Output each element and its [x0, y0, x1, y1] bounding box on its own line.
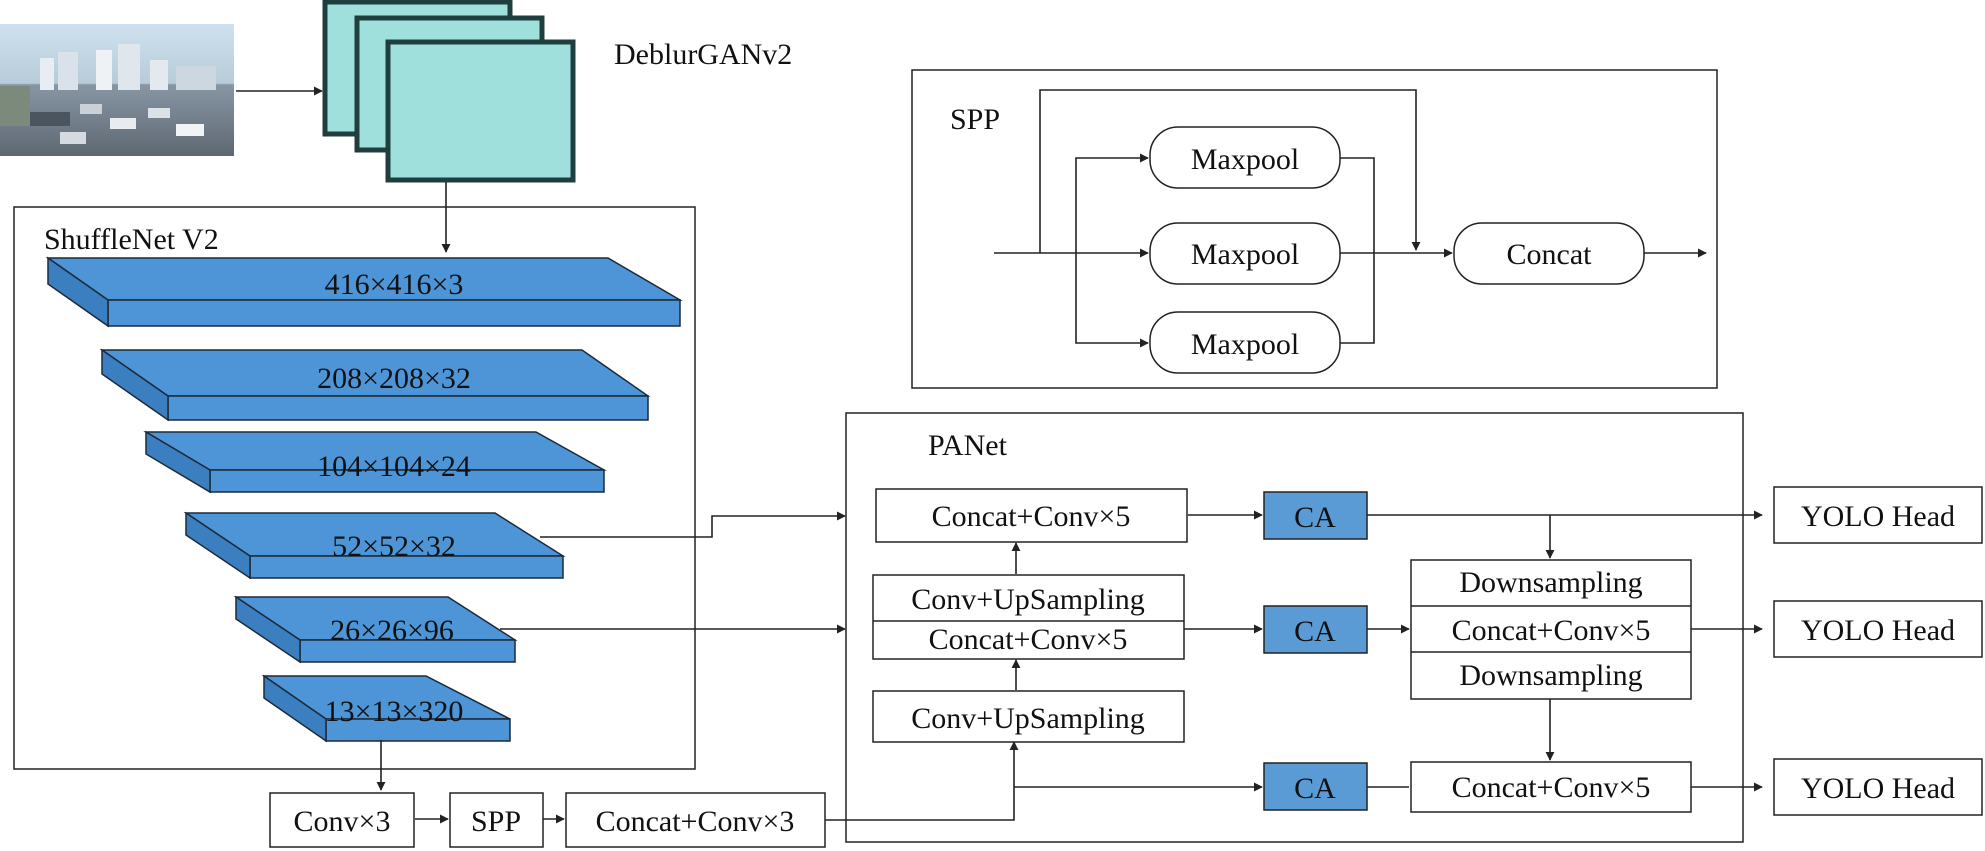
yolo-head-bottom: YOLO Head: [1773, 758, 1983, 816]
panet-downsampling-group: Downsampling Concat+Conv×5 Downsampling: [1410, 559, 1692, 700]
backbone-layers: 416×416×3 208×208×32 104×104×24 52×52×32 26×…: [45, 256, 683, 743]
concat-node: Concat: [1453, 222, 1645, 285]
panet-concat-conv5-right-label: Concat+Conv×5: [1452, 614, 1651, 647]
backbone-layer-2: 208×208×32: [99, 348, 651, 422]
deblurgan-stack: [322, 0, 576, 183]
conv3-block: Conv×3: [269, 792, 415, 848]
spp-detail-frame: [911, 69, 1718, 389]
ca-label-top: CA: [1294, 501, 1336, 534]
panet-conv-upsampling-bottom: Conv+UpSampling: [872, 690, 1185, 743]
backbone-title: ShuffleNet V2: [44, 223, 219, 256]
backbone-layer-side-face: [47, 256, 109, 328]
backbone-layer-label-5: 26×26×96: [330, 614, 454, 647]
conv3-label: Conv×3: [294, 805, 391, 838]
backbone-layer-label-6: 13×13×320: [325, 695, 464, 728]
concat-conv3-label: Concat+Conv×3: [596, 805, 795, 838]
maxpool-label-1: Maxpool: [1191, 143, 1299, 176]
backbone-layer-label-1: 416×416×3: [325, 268, 464, 301]
backbone-layer-front-face: [107, 299, 681, 327]
spp-detail-wires: [994, 89, 1707, 348]
yolo-head-label-mid: YOLO Head: [1801, 614, 1955, 647]
maxpool-node-3: Maxpool: [1149, 311, 1341, 374]
backbone-layer-label-3: 104×104×24: [317, 450, 471, 483]
maxpool-label-2: Maxpool: [1191, 238, 1299, 271]
spp-label: SPP: [471, 805, 521, 838]
backbone-layer-4: 52×52×32: [183, 511, 566, 580]
panet-downsampling-bottom-label: Downsampling: [1459, 659, 1642, 692]
panet-upsampling-concat-group: Conv+UpSampling Concat+Conv×5: [872, 574, 1185, 660]
concat-label: Concat: [1507, 238, 1593, 271]
backbone-layer-1: 416×416×3: [45, 256, 683, 328]
backbone-layer-label-2: 208×208×32: [317, 362, 471, 395]
yolo-head-label-bottom: YOLO Head: [1801, 772, 1955, 805]
panet-concat-conv5-bottom-label: Concat+Conv×5: [1452, 771, 1651, 804]
ca-label-mid: CA: [1294, 615, 1336, 648]
backbone-layer-side-face: [145, 430, 211, 494]
panet-downsampling-top-label: Downsampling: [1459, 566, 1642, 599]
ca-block-top: CA: [1263, 491, 1368, 540]
backbone-layer-side-face: [235, 595, 301, 664]
ca-label-bottom: CA: [1294, 772, 1336, 805]
panet-concat-conv5-top-label: Concat+Conv×5: [932, 500, 1131, 533]
backbone-frame: [13, 206, 696, 770]
spp-block: SPP: [449, 792, 544, 848]
concat-conv3-block: Concat+Conv×3: [565, 792, 826, 848]
yolo-head-label-top: YOLO Head: [1801, 500, 1955, 533]
panet-concat-conv5-top: Concat+Conv×5: [875, 488, 1188, 543]
maxpool-node-2: Maxpool: [1149, 222, 1341, 285]
city-traffic-photo-icon: [0, 24, 234, 156]
backbone-layer-5: 26×26×96: [233, 595, 518, 664]
panet-conv-upsampling-bottom-label: Conv+UpSampling: [911, 702, 1145, 735]
panet-concat-conv5-bottom: Concat+Conv×5: [1410, 761, 1692, 813]
backbone-layer-label-4: 52×52×32: [332, 530, 456, 563]
panet-title: PANet: [928, 429, 1008, 462]
deblur-card-front: [385, 39, 576, 183]
backbone-layer-6: 13×13×320: [261, 674, 511, 743]
backbone-layer-side-face: [101, 348, 169, 422]
backbone-layer-3: 104×104×24: [143, 430, 607, 494]
panet-frame: [845, 412, 1744, 843]
panet-conv-upsampling-mid-label: Conv+UpSampling: [911, 583, 1145, 616]
panet-wires: [500, 510, 1763, 821]
spp-detail-title: SPP: [950, 103, 1000, 136]
ca-block-mid: CA: [1263, 605, 1368, 654]
backbone-layer-front-face: [167, 395, 649, 421]
ca-block-bottom: CA: [1263, 762, 1368, 811]
deblurgan-title: DeblurGANv2: [614, 38, 792, 71]
yolo-head-mid: YOLO Head: [1773, 600, 1983, 658]
yolo-head-top: YOLO Head: [1773, 486, 1983, 544]
backbone-layer-side-face: [263, 674, 327, 743]
bottom-chain-wires: [376, 740, 565, 824]
maxpool-label-3: Maxpool: [1191, 328, 1299, 361]
backbone-layer-side-face: [185, 511, 251, 580]
panet-concat-conv5-mid-label: Concat+Conv×5: [929, 623, 1128, 656]
maxpool-node-1: Maxpool: [1149, 126, 1341, 189]
